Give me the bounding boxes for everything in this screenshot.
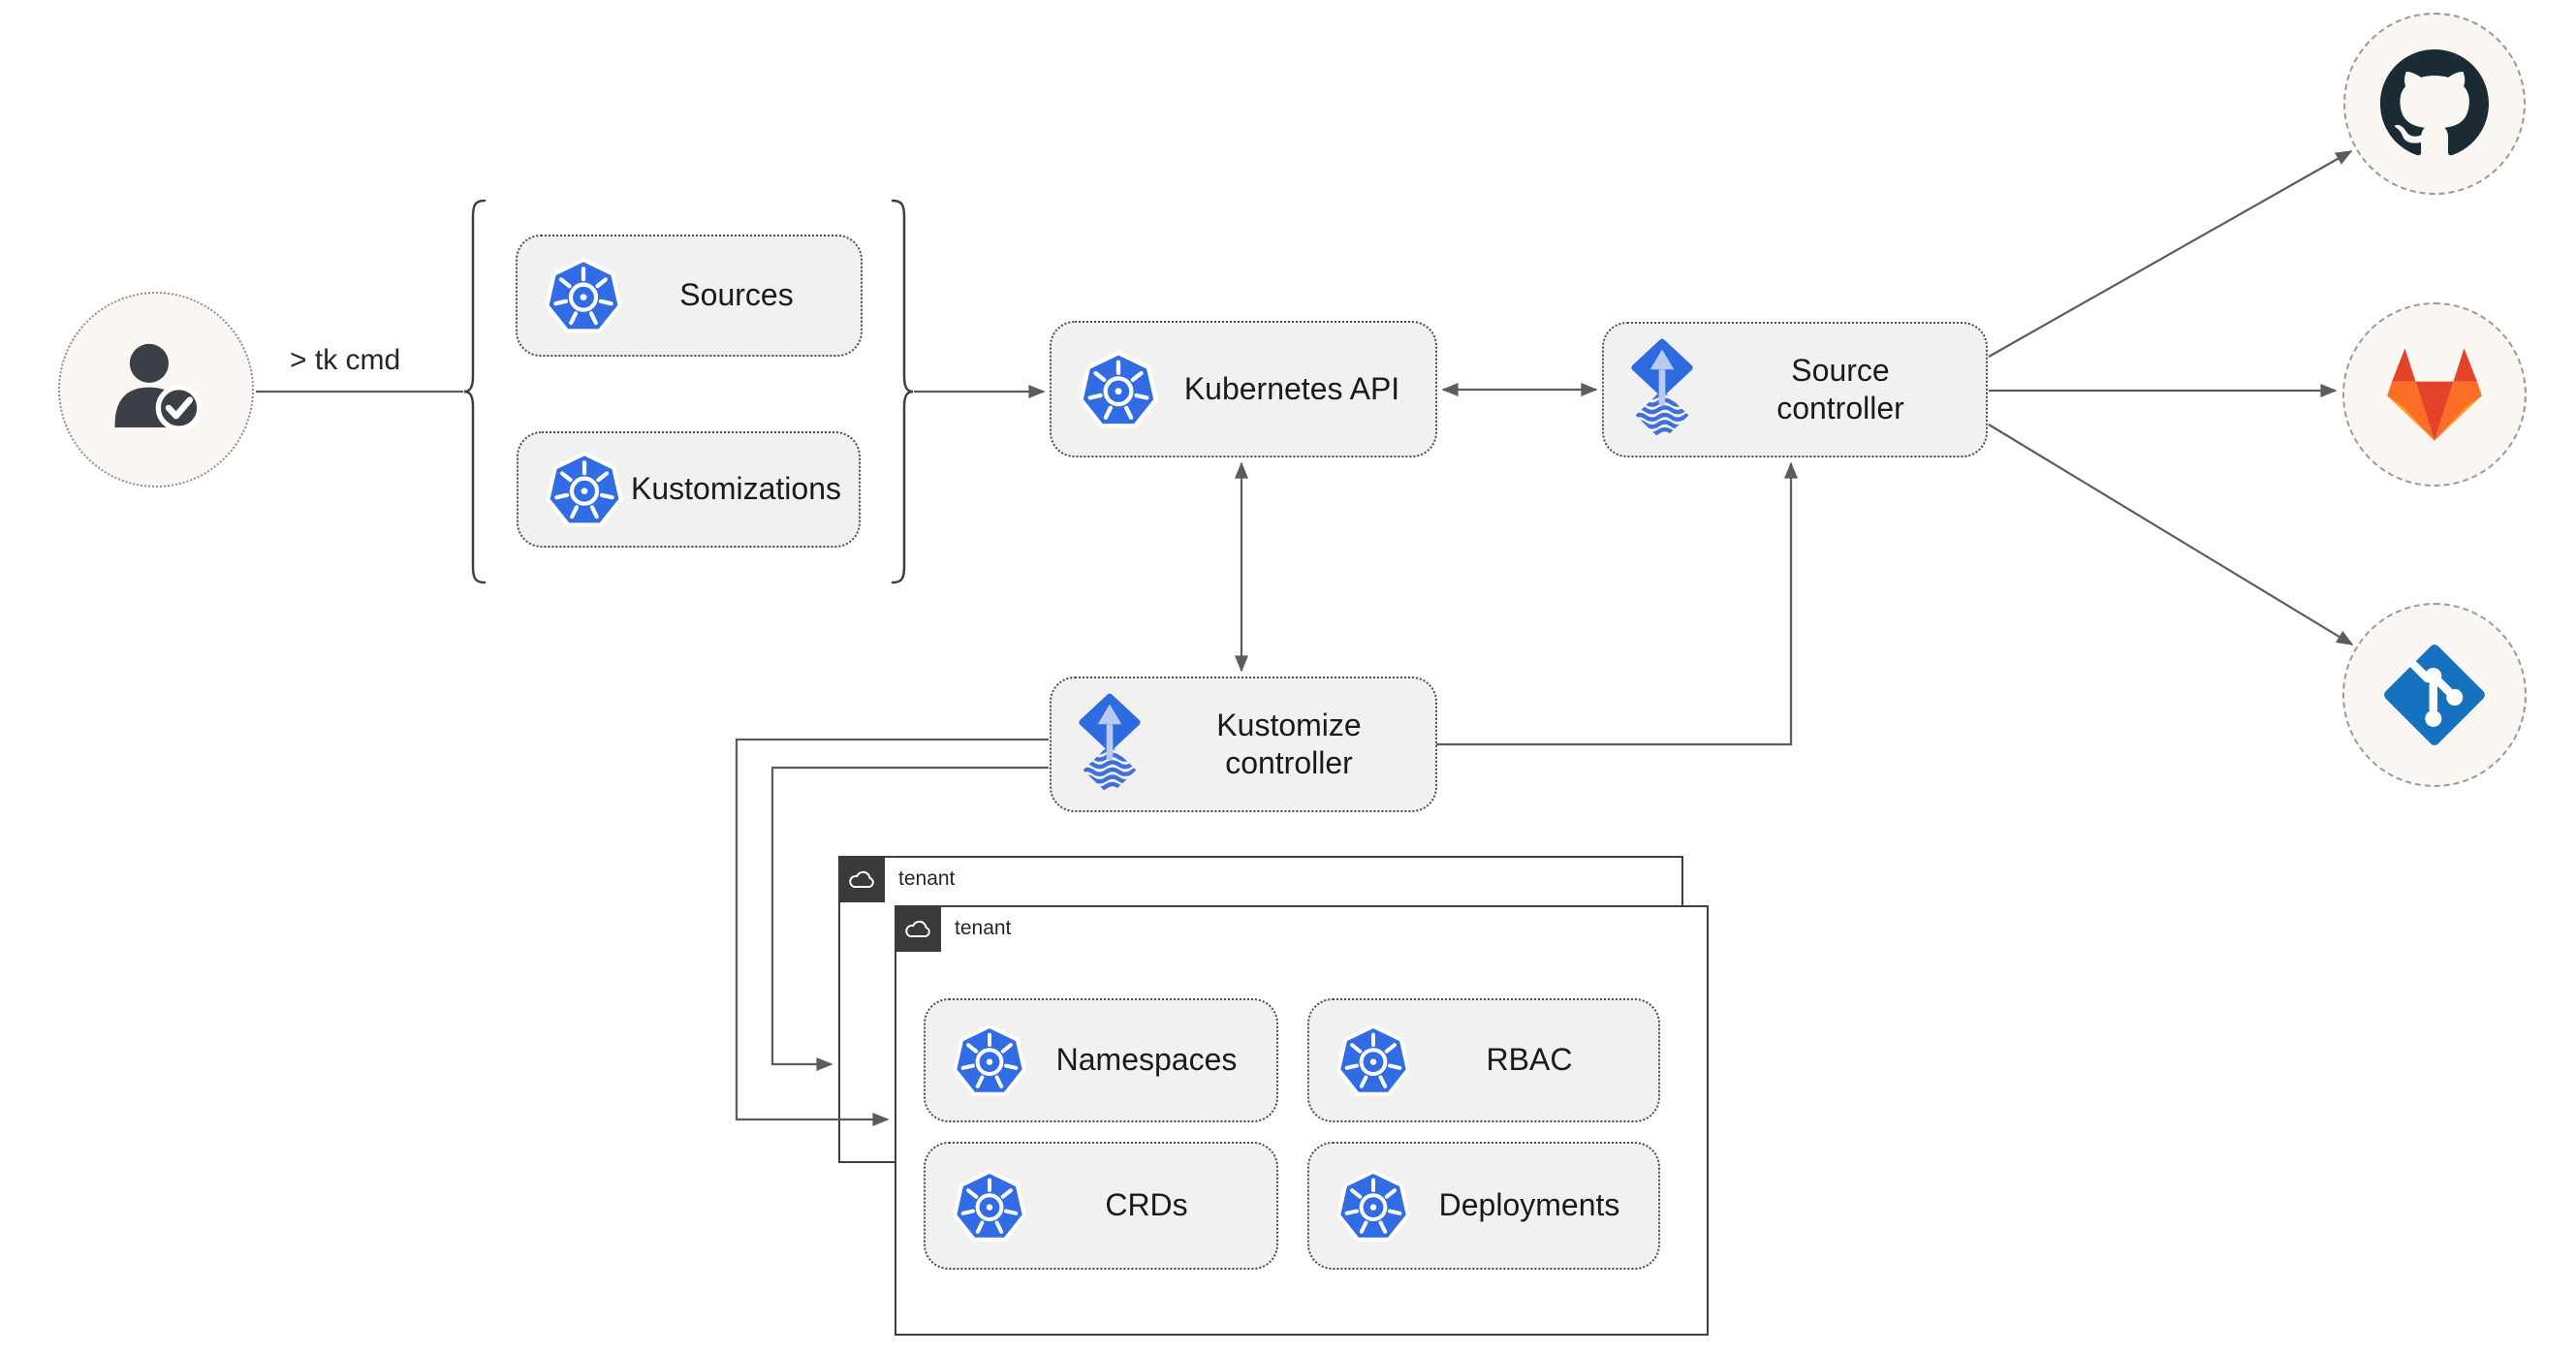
kustomizations-label: Kustomizations	[631, 471, 841, 507]
source-controller-label: Source controller	[1776, 352, 1904, 425]
git-circle	[2342, 603, 2527, 787]
flux-icon	[1077, 693, 1143, 796]
kubernetes-api-label: Kubernetes API	[1183, 370, 1400, 406]
kubernetes-icon	[1335, 1167, 1412, 1245]
kubernetes-icon	[951, 1167, 1028, 1245]
deployments-node: Deployments	[1307, 1142, 1660, 1270]
git-icon	[2375, 636, 2494, 754]
namespaces-label: Namespaces	[1055, 1042, 1238, 1078]
kubernetes-icon	[543, 255, 624, 336]
group-brace-right	[891, 199, 914, 584]
github-icon	[2380, 49, 2489, 158]
kubernetes-icon	[951, 1022, 1028, 1099]
edge-source-to-git	[1988, 424, 2354, 646]
kustomizations-node: Kustomizations	[517, 431, 861, 548]
crds-node: CRDs	[924, 1142, 1278, 1270]
kubernetes-icon	[1335, 1022, 1412, 1099]
edge-kustomize-to-source	[1436, 461, 1799, 746]
tenant-front-label: tenant	[955, 917, 1012, 939]
cloud-icon	[902, 918, 933, 940]
tenant-back-label: tenant	[898, 867, 956, 890]
sources-label: Sources	[679, 277, 794, 313]
cloud-icon	[846, 868, 877, 891]
crds-label: CRDs	[1105, 1187, 1188, 1223]
rbac-label: RBAC	[1486, 1042, 1573, 1078]
kubernetes-icon	[1077, 348, 1160, 431]
tk-cmd-label: > tk cmd	[290, 344, 401, 376]
flux-icon	[1629, 338, 1695, 441]
group-brace-left	[463, 199, 487, 584]
tenant-tag	[895, 905, 941, 952]
kustomize-controller-label: Kustomize controller	[1216, 707, 1362, 780]
kustomize-controller-node: Kustomize controller	[1050, 677, 1437, 812]
gitlab-icon	[2375, 341, 2494, 448]
user-circle	[58, 292, 254, 488]
sources-node: Sources	[516, 235, 863, 357]
tenant-tag	[838, 856, 885, 902]
kubernetes-icon	[544, 449, 625, 530]
kubernetes-api-node: Kubernetes API	[1050, 321, 1437, 457]
namespaces-node: Namespaces	[924, 998, 1278, 1122]
gitlab-circle	[2342, 302, 2527, 487]
deployments-label: Deployments	[1438, 1187, 1620, 1223]
edge-source-to-github	[1988, 150, 2353, 358]
github-circle	[2343, 13, 2526, 195]
person-check-icon	[99, 332, 213, 447]
source-controller-node: Source controller	[1602, 322, 1988, 457]
rbac-node: RBAC	[1307, 998, 1660, 1122]
